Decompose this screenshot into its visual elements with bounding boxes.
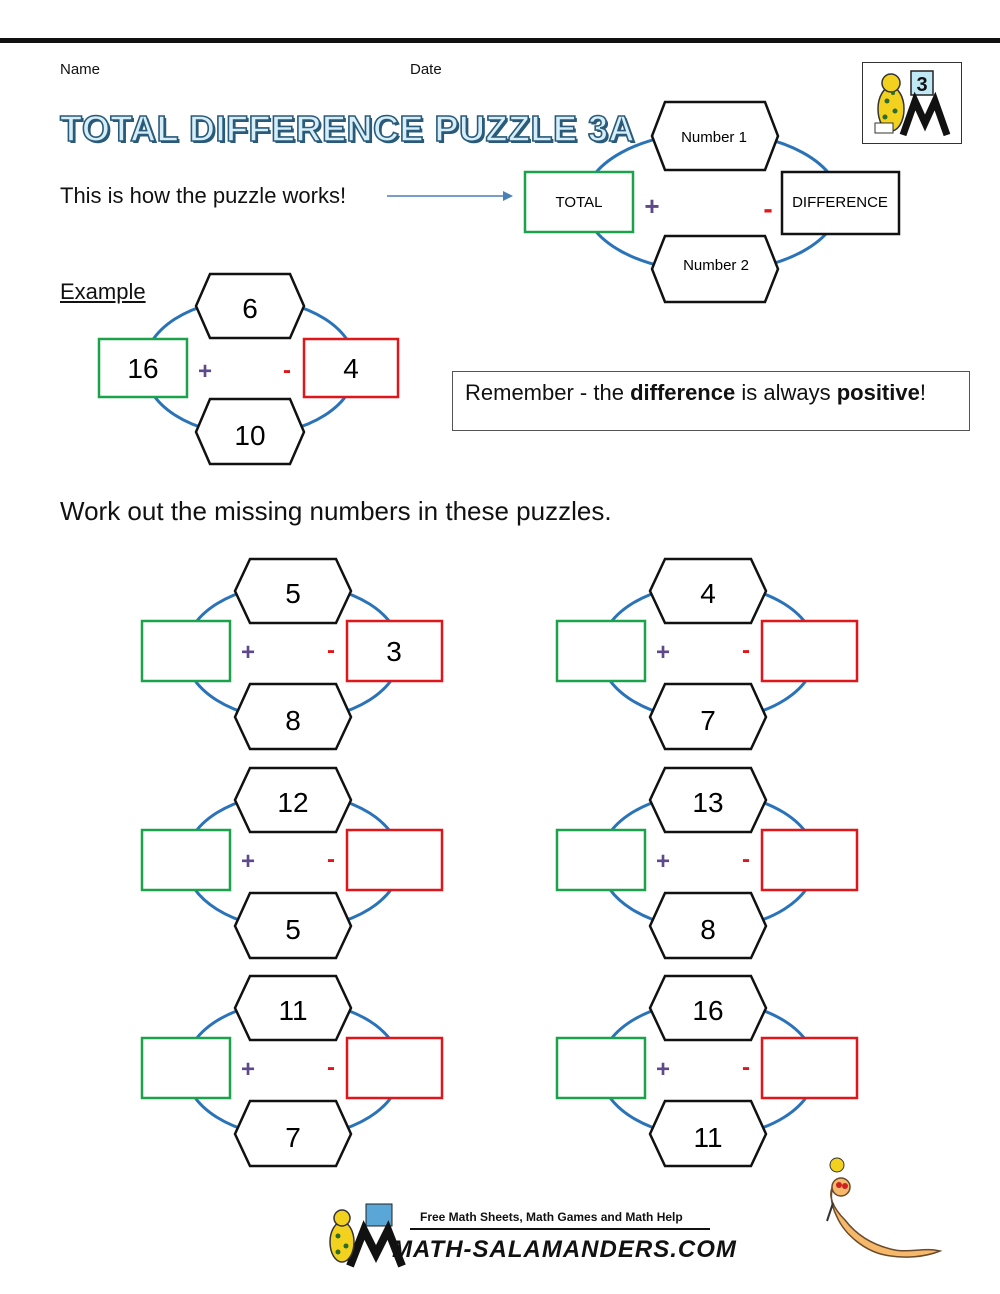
- intro-text: This is how the puzzle works!: [60, 183, 347, 208]
- puzzle-minus-sign: -: [327, 1054, 335, 1081]
- puzzle-plus-sign: +: [241, 639, 255, 666]
- example-number2: 10: [234, 420, 265, 451]
- puzzle-number2: 8: [700, 914, 716, 945]
- puzzle-difference-box[interactable]: [760, 828, 859, 892]
- instructions: Work out the missing numbers in these pu…: [60, 496, 612, 526]
- how-it-works-diagram: Number 1 Number 2 TOTAL DIFFERENCE + -: [523, 100, 901, 304]
- name-label: Name: [60, 61, 101, 78]
- diagram-plus-sign: +: [644, 191, 659, 221]
- puzzle-4: 13 8 + -: [555, 766, 859, 960]
- puzzle-number1: 5: [285, 578, 301, 609]
- puzzle-number2: 11: [693, 1122, 722, 1153]
- puzzle-difference: 3: [386, 636, 402, 667]
- diagram-minus-sign: -: [763, 193, 772, 224]
- example-plus-sign: +: [198, 358, 212, 385]
- puzzle-1: 5 8 3 + -: [140, 557, 444, 751]
- puzzle-plus-sign: +: [656, 639, 670, 666]
- puzzle-number2: 5: [285, 914, 301, 945]
- remember-middle: is always: [735, 380, 837, 405]
- diagram-bottom-hexagon: [650, 234, 780, 304]
- puzzle-bottom-hexagon: [233, 682, 353, 751]
- example-difference-box: [302, 337, 400, 399]
- puzzle-total-box[interactable]: [555, 1036, 647, 1100]
- puzzle-plus-sign: +: [241, 848, 255, 875]
- puzzle-minus-sign: -: [742, 1054, 750, 1081]
- puzzle-plus-sign: +: [241, 1056, 255, 1083]
- example-total: 16: [127, 353, 158, 384]
- puzzle-plus-sign: +: [656, 848, 670, 875]
- remember-difference-word: difference: [630, 380, 736, 405]
- puzzle-minus-sign: -: [742, 637, 750, 664]
- page-title: TOTAL DIFFERENCE PUZZLE 3A: [59, 107, 636, 150]
- puzzle-total-box[interactable]: [140, 619, 232, 683]
- footer-tagline: Free Math Sheets, Math Games and Math He…: [420, 1210, 683, 1224]
- footer-rule: [410, 1228, 710, 1230]
- puzzle-top-hexagon: [233, 557, 353, 625]
- diagram-difference-label: DIFFERENCE: [792, 194, 888, 211]
- puzzle-number2: 7: [700, 705, 716, 736]
- example-difference: 4: [343, 353, 359, 384]
- puzzle-difference-box[interactable]: [345, 619, 444, 683]
- puzzle-top-hexagon: [233, 974, 353, 1042]
- pointer-arrow-icon: [387, 191, 513, 201]
- puzzle-total-box[interactable]: [555, 619, 647, 683]
- diagram-difference-box: [780, 170, 901, 236]
- puzzle-number1: 16: [692, 995, 723, 1026]
- puzzle-top-hexagon: [648, 557, 768, 625]
- remember-prefix: Remember - the: [465, 380, 631, 405]
- puzzle-bottom-hexagon: [233, 1099, 353, 1168]
- puzzle-total-box[interactable]: [140, 828, 232, 892]
- diagram-total-box: [523, 170, 635, 234]
- puzzle-number1: 4: [700, 578, 716, 609]
- remember-suffix: !: [919, 380, 926, 405]
- salamander-mascot-icon: [826, 1157, 943, 1258]
- puzzle-2: 4 7 + -: [555, 557, 859, 751]
- puzzle-minus-sign: -: [327, 846, 335, 873]
- puzzle-bottom-hexagon: [648, 1099, 768, 1168]
- puzzle-bottom-hexagon: [648, 682, 768, 751]
- puzzle-top-hexagon: [648, 766, 768, 834]
- example-top-hexagon: [194, 272, 306, 340]
- puzzle-difference-box[interactable]: [345, 1036, 444, 1100]
- date-label: Date: [410, 61, 442, 78]
- puzzle-number2: 8: [285, 705, 301, 736]
- grade-logo: 3: [862, 62, 962, 144]
- puzzle-plus-sign: +: [656, 1056, 670, 1083]
- diagram-top-hexagon: [650, 100, 780, 172]
- puzzle-3: 12 5 + -: [140, 766, 444, 960]
- example-total-box: [97, 337, 189, 399]
- example-puzzle: 6 10 16 4 + -: [97, 272, 400, 466]
- diagram-number1-label: Number 1: [681, 129, 747, 146]
- top-rule: [0, 38, 1000, 43]
- puzzle-minus-sign: -: [327, 637, 335, 664]
- puzzle-difference-box[interactable]: [760, 619, 859, 683]
- puzzle-total-box[interactable]: [555, 828, 647, 892]
- puzzle-difference-box[interactable]: [760, 1036, 859, 1100]
- puzzle-number1: 12: [277, 787, 308, 818]
- footer-salamander-logo-icon: [329, 1203, 406, 1268]
- diagram-total-label: TOTAL: [556, 194, 603, 211]
- puzzle-5: 11 7 + -: [140, 974, 444, 1168]
- puzzle-top-hexagon: [233, 766, 353, 834]
- puzzle-number1: 13: [692, 787, 723, 818]
- grade-number: 3: [916, 74, 927, 96]
- puzzle-minus-sign: -: [742, 846, 750, 873]
- puzzle-number1: 11: [278, 995, 307, 1026]
- example-bottom-hexagon: [194, 397, 306, 466]
- puzzle-number2: 7: [285, 1122, 301, 1153]
- diagram-number2-label: Number 2: [683, 257, 749, 274]
- footer-brand: MATH-SALAMANDERS.COM: [392, 1236, 737, 1263]
- remember-note: Remember - the difference is always posi…: [452, 371, 970, 431]
- puzzle-top-hexagon: [648, 974, 768, 1042]
- puzzle-bottom-hexagon: [233, 891, 353, 960]
- example-number1: 6: [242, 293, 258, 324]
- salamander-logo-icon: 3: [874, 70, 951, 137]
- example-label: Example: [60, 279, 146, 304]
- puzzle-total-box[interactable]: [140, 1036, 232, 1100]
- puzzle-bottom-hexagon: [648, 891, 768, 960]
- puzzle-6: 16 11 + -: [555, 974, 859, 1168]
- example-minus-sign: -: [283, 357, 291, 384]
- remember-positive-word: positive: [836, 380, 920, 405]
- puzzle-difference-box[interactable]: [345, 828, 444, 892]
